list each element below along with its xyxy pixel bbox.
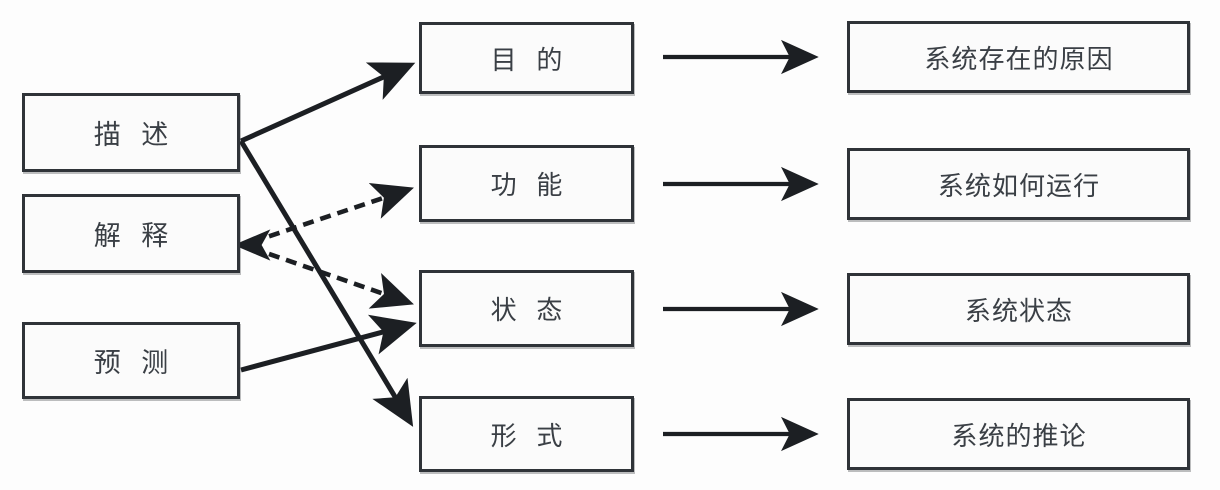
node-xitong-cunzai-de-yuanyin[interactable]: 系统存在的原因 xyxy=(847,21,1190,93)
node-zhuangtai[interactable]: 状 态 xyxy=(419,270,634,347)
node-mudi[interactable]: 目 的 xyxy=(419,22,634,94)
node-jieshi-label: 解 释 xyxy=(93,221,175,252)
node-miaoshu[interactable]: 描 述 xyxy=(22,93,240,172)
node-xingshi[interactable]: 形 式 xyxy=(419,396,634,472)
edge-jieshi-to-zhuangtai xyxy=(251,245,414,309)
node-yuanyin-label: 系统存在的原因 xyxy=(924,44,1114,75)
node-tuilun-label: 系统的推论 xyxy=(951,421,1087,452)
node-xitong-de-tuilun[interactable]: 系统的推论 xyxy=(847,398,1190,470)
node-gongneng[interactable]: 功 能 xyxy=(419,145,634,222)
node-xitongzt-label: 系统状态 xyxy=(964,296,1074,327)
node-yuce[interactable]: 预 测 xyxy=(22,322,240,399)
edge-miaoshu-to-mudi xyxy=(239,62,416,144)
node-miaoshu-label: 描 述 xyxy=(93,120,175,151)
edge-miaoshu-to-xingshi xyxy=(238,139,414,427)
node-xitong-ruhe-yunxing[interactable]: 系统如何运行 xyxy=(847,148,1190,220)
node-xingshi-label: 形 式 xyxy=(490,421,569,452)
edge-yuce-to-zhuangtai xyxy=(240,314,417,373)
node-jieshi[interactable]: 解 释 xyxy=(22,194,240,273)
edge-jieshi-to-gongneng xyxy=(251,182,414,245)
node-gongneng-label: 功 能 xyxy=(490,171,569,201)
node-zhuangtai-label: 状 态 xyxy=(490,296,569,326)
node-yunxing-label: 系统如何运行 xyxy=(937,171,1101,202)
node-xitong-zhuangtai[interactable]: 系统状态 xyxy=(847,273,1190,345)
node-mudi-label: 目 的 xyxy=(490,45,569,76)
node-yuce-label: 预 测 xyxy=(93,348,175,379)
